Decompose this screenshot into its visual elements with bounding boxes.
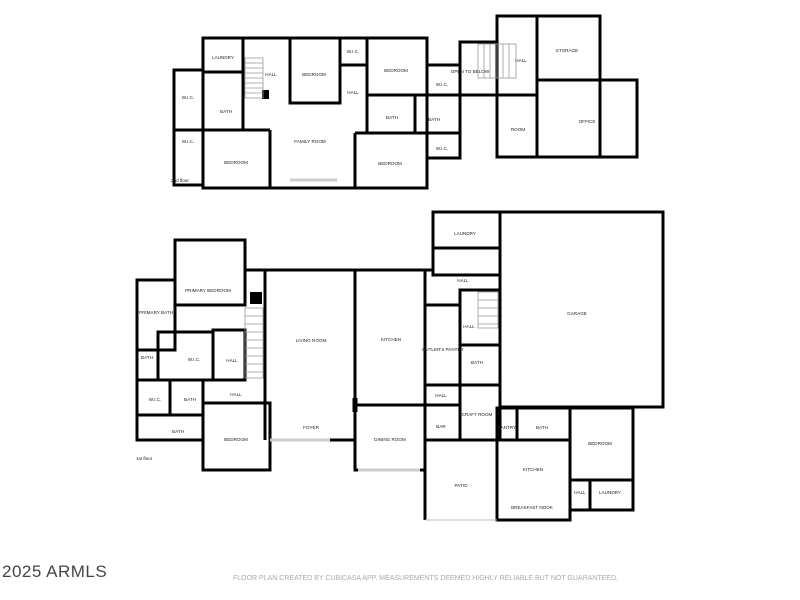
room-label: STORAGE	[556, 48, 578, 53]
room-label: HALL	[265, 72, 277, 77]
room-label: W.I.C.	[149, 397, 162, 402]
room-label: W.I.C.	[182, 139, 195, 144]
room-label: BATH	[141, 355, 153, 360]
room-label: W.I.C.	[436, 82, 449, 87]
room-label: HALL	[463, 324, 475, 329]
room-label: HALL	[457, 278, 469, 283]
room-label: LIVING ROOM	[296, 338, 327, 343]
room-label: BEDROOM	[224, 437, 248, 442]
disclaimer-text: FLOOR PLAN CREATED BY CUBICASA APP. MEAS…	[233, 575, 618, 582]
room-label: BATH	[471, 360, 483, 365]
room-label: HALL	[435, 393, 447, 398]
room-label: ROOM	[511, 127, 525, 132]
room-label: BATH	[428, 117, 440, 122]
room-label: BEDROOM	[588, 441, 612, 446]
room-label: CRAFT ROOM	[462, 412, 493, 417]
room-label: OPEN TO BELOW	[451, 69, 490, 74]
room-label: BREAKFAST NOOK	[511, 505, 554, 510]
room-label: BEDROOM	[224, 160, 248, 165]
room-label: BUTLER'S PANTRY	[422, 347, 464, 352]
room-label: PRIMARY BATH	[139, 310, 173, 315]
room-label: PATIO	[454, 483, 468, 488]
room-label: KITCHEN	[523, 467, 543, 472]
room-label: FOYER	[303, 425, 320, 430]
room-label: W.I.C.	[347, 49, 360, 54]
room-label: FAMILY ROOM	[294, 139, 326, 144]
room-label: HALL	[515, 58, 527, 63]
floor-label: 2nd floor	[171, 178, 189, 183]
room-label: GARAGE	[567, 311, 587, 316]
room-label: LAUNDRY	[212, 55, 234, 60]
room-label: BEDROOM	[378, 161, 402, 166]
room-label: PANTRY	[498, 425, 516, 430]
second-floor-stairs	[244, 43, 517, 99]
room-label: HALL	[347, 90, 359, 95]
room-label: BATH	[184, 397, 196, 402]
first-floor-walls	[135, 210, 665, 522]
room-label: KITCHEN	[381, 337, 401, 342]
second-floor-labels: LAUNDRY W.I.C. W.I.C. BATH HALL BEDROOM …	[171, 48, 595, 183]
room-label: BATH	[386, 115, 398, 120]
room-label: DINING ROOM	[374, 437, 406, 442]
floor-label: 1st floor	[136, 456, 153, 461]
room-label: PRIMARY BEDROOM	[185, 288, 231, 293]
room-label: BATH	[220, 109, 232, 114]
room-label: BEDROOM	[302, 72, 326, 77]
second-floor-walls	[172, 14, 639, 190]
room-label: W.I.C.	[182, 95, 195, 100]
room-label: HALL	[230, 392, 242, 397]
room-label: BAR	[436, 424, 446, 429]
room-label: OFFICE	[579, 119, 596, 124]
room-label: LAUNDRY	[454, 231, 476, 236]
first-floor-stairs	[244, 291, 499, 379]
room-label: LAUNDRY	[599, 490, 621, 495]
room-label: W.I.C.	[436, 146, 449, 151]
room-label: BATH	[536, 425, 548, 430]
room-label: BEDROOM	[384, 68, 408, 73]
room-label: HALL	[574, 490, 586, 495]
room-label: HALL	[226, 358, 238, 363]
copyright-watermark: 2025 ARMLS	[2, 562, 108, 581]
room-label: BATH	[172, 429, 184, 434]
room-label: W.I.C.	[188, 357, 201, 362]
first-floor-labels: PRIMARY BEDROOM PRIMARY BATH BATH W.I.C.…	[136, 231, 621, 510]
